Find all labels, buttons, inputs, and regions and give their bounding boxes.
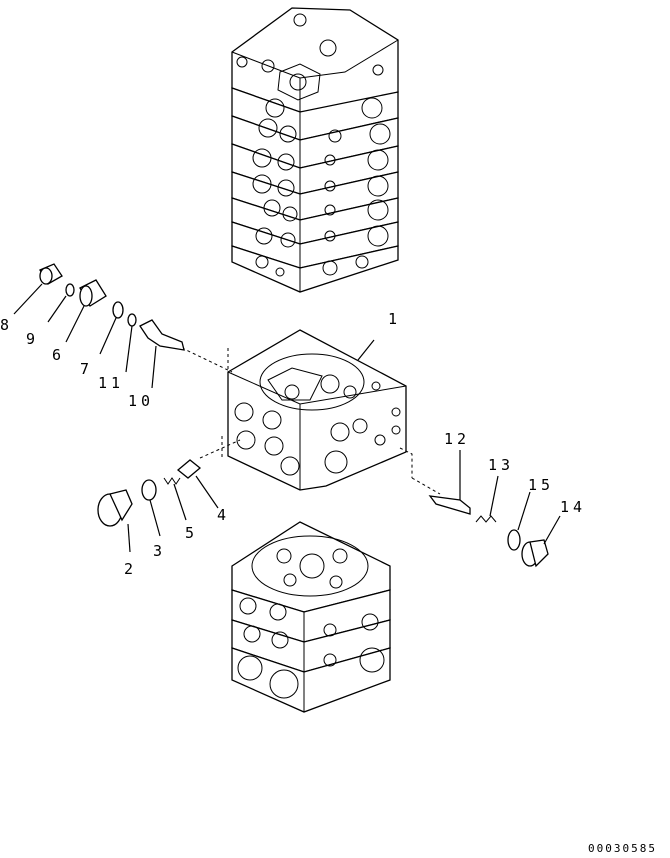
upper-valve-stack: [231, 7, 399, 293]
callout-2: 2: [124, 560, 133, 578]
drawing-code: 00030585: [588, 842, 657, 855]
callout-5: 5: [185, 524, 194, 542]
callout-10: 10: [128, 392, 154, 410]
callout-3: 3: [153, 542, 162, 560]
callout-11: 11: [98, 374, 124, 392]
callout-12: 12: [444, 430, 470, 448]
callout-14: 14: [560, 498, 586, 516]
callout-labels: 1 2 3 4 5 6 7 8 9 10 11 12 13 14 15: [0, 310, 586, 578]
leader-lines: [13, 283, 561, 553]
callout-13: 13: [488, 456, 514, 474]
callout-6: 6: [52, 346, 61, 364]
callout-1: 1: [388, 310, 397, 328]
lower-valve-stack: [231, 521, 391, 713]
valve-section-part-1: [181, 329, 441, 495]
callout-9: 9: [26, 330, 35, 348]
callout-4: 4: [217, 506, 226, 524]
callout-8: 8: [0, 316, 9, 334]
upper-sections: [231, 87, 399, 293]
small-parts: [39, 263, 549, 568]
callout-15: 15: [528, 476, 554, 494]
callout-7: 7: [80, 360, 89, 378]
